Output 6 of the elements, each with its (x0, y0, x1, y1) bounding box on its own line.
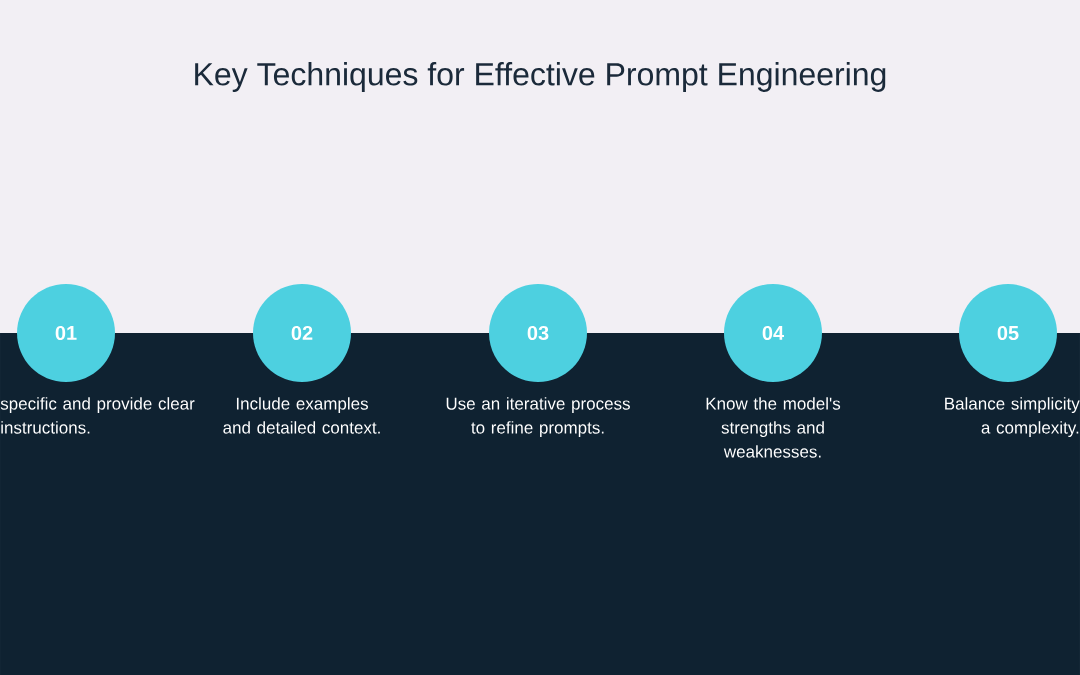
description-text: Know the model's strengths and weaknesses. (706, 397, 841, 458)
description-text: Balance simplicity a complexity. (945, 397, 1080, 438)
title: Key Techniques for Effective Prompt Engineering (195, 62, 886, 92)
description-text: Use an iterative process to refine prompts. (446, 397, 630, 438)
description-text: specific and provide clear instructions. (0, 397, 195, 434)
description-text: Include examples and detailed context. (223, 397, 380, 434)
